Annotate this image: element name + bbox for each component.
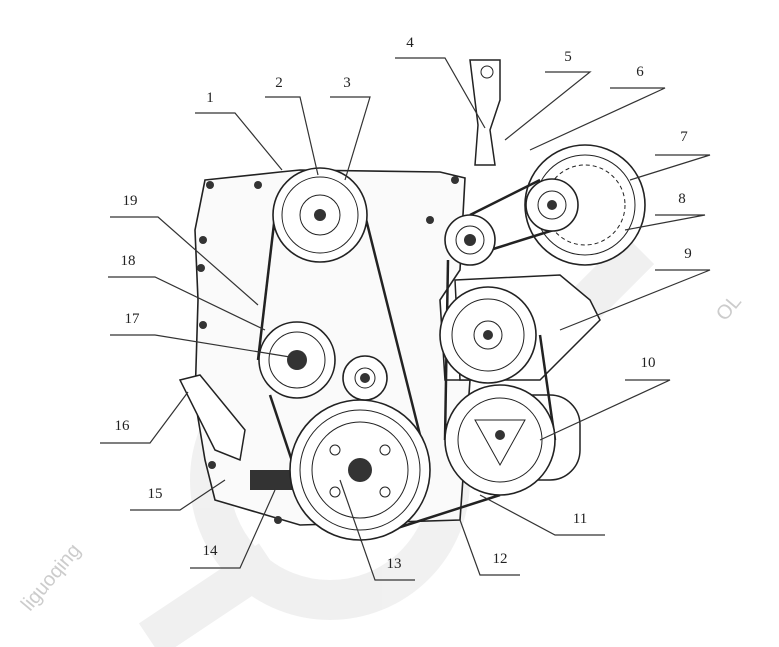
ac-compressor-pulley (444, 384, 556, 496)
callout-19: 19 (123, 193, 138, 209)
watermark-text: liguoqing (17, 540, 85, 615)
camshaft-pulley (272, 167, 368, 263)
bracket (469, 59, 501, 166)
callout-16: 16 (115, 418, 131, 434)
callouts: 1 2 3 4 5 6 7 8 9 10 11 12 13 14 15 16 1… (100, 35, 711, 581)
bolts (197, 176, 459, 524)
callout-11: 11 (573, 511, 587, 527)
callout-6: 6 (636, 64, 644, 80)
callout-8: 8 (678, 191, 686, 207)
callout-5: 5 (564, 49, 572, 65)
callout-13: 13 (387, 556, 402, 572)
alternator-pulley (525, 178, 579, 232)
crankshaft-pulley (289, 399, 431, 541)
callout-18: 18 (121, 253, 136, 269)
thermostat-housing (178, 374, 246, 462)
callout-1: 1 (206, 90, 214, 106)
watermark-text: OL (712, 291, 746, 326)
alternator (524, 144, 646, 266)
callout-17: 17 (125, 311, 141, 327)
callout-4: 4 (406, 35, 414, 51)
callout-12: 12 (493, 551, 508, 567)
callout-7: 7 (680, 129, 688, 145)
small-idler-pulley (342, 355, 388, 401)
logo-plate (250, 470, 300, 490)
callout-14: 14 (203, 543, 219, 559)
callout-3: 3 (343, 75, 351, 91)
water-pump-pulley (439, 286, 537, 384)
callout-15: 15 (148, 486, 163, 502)
idler-pulley (444, 214, 496, 266)
callout-2: 2 (275, 75, 283, 91)
tensioner-pulley (258, 321, 336, 399)
callout-9: 9 (684, 246, 692, 262)
callout-10: 10 (641, 355, 656, 371)
